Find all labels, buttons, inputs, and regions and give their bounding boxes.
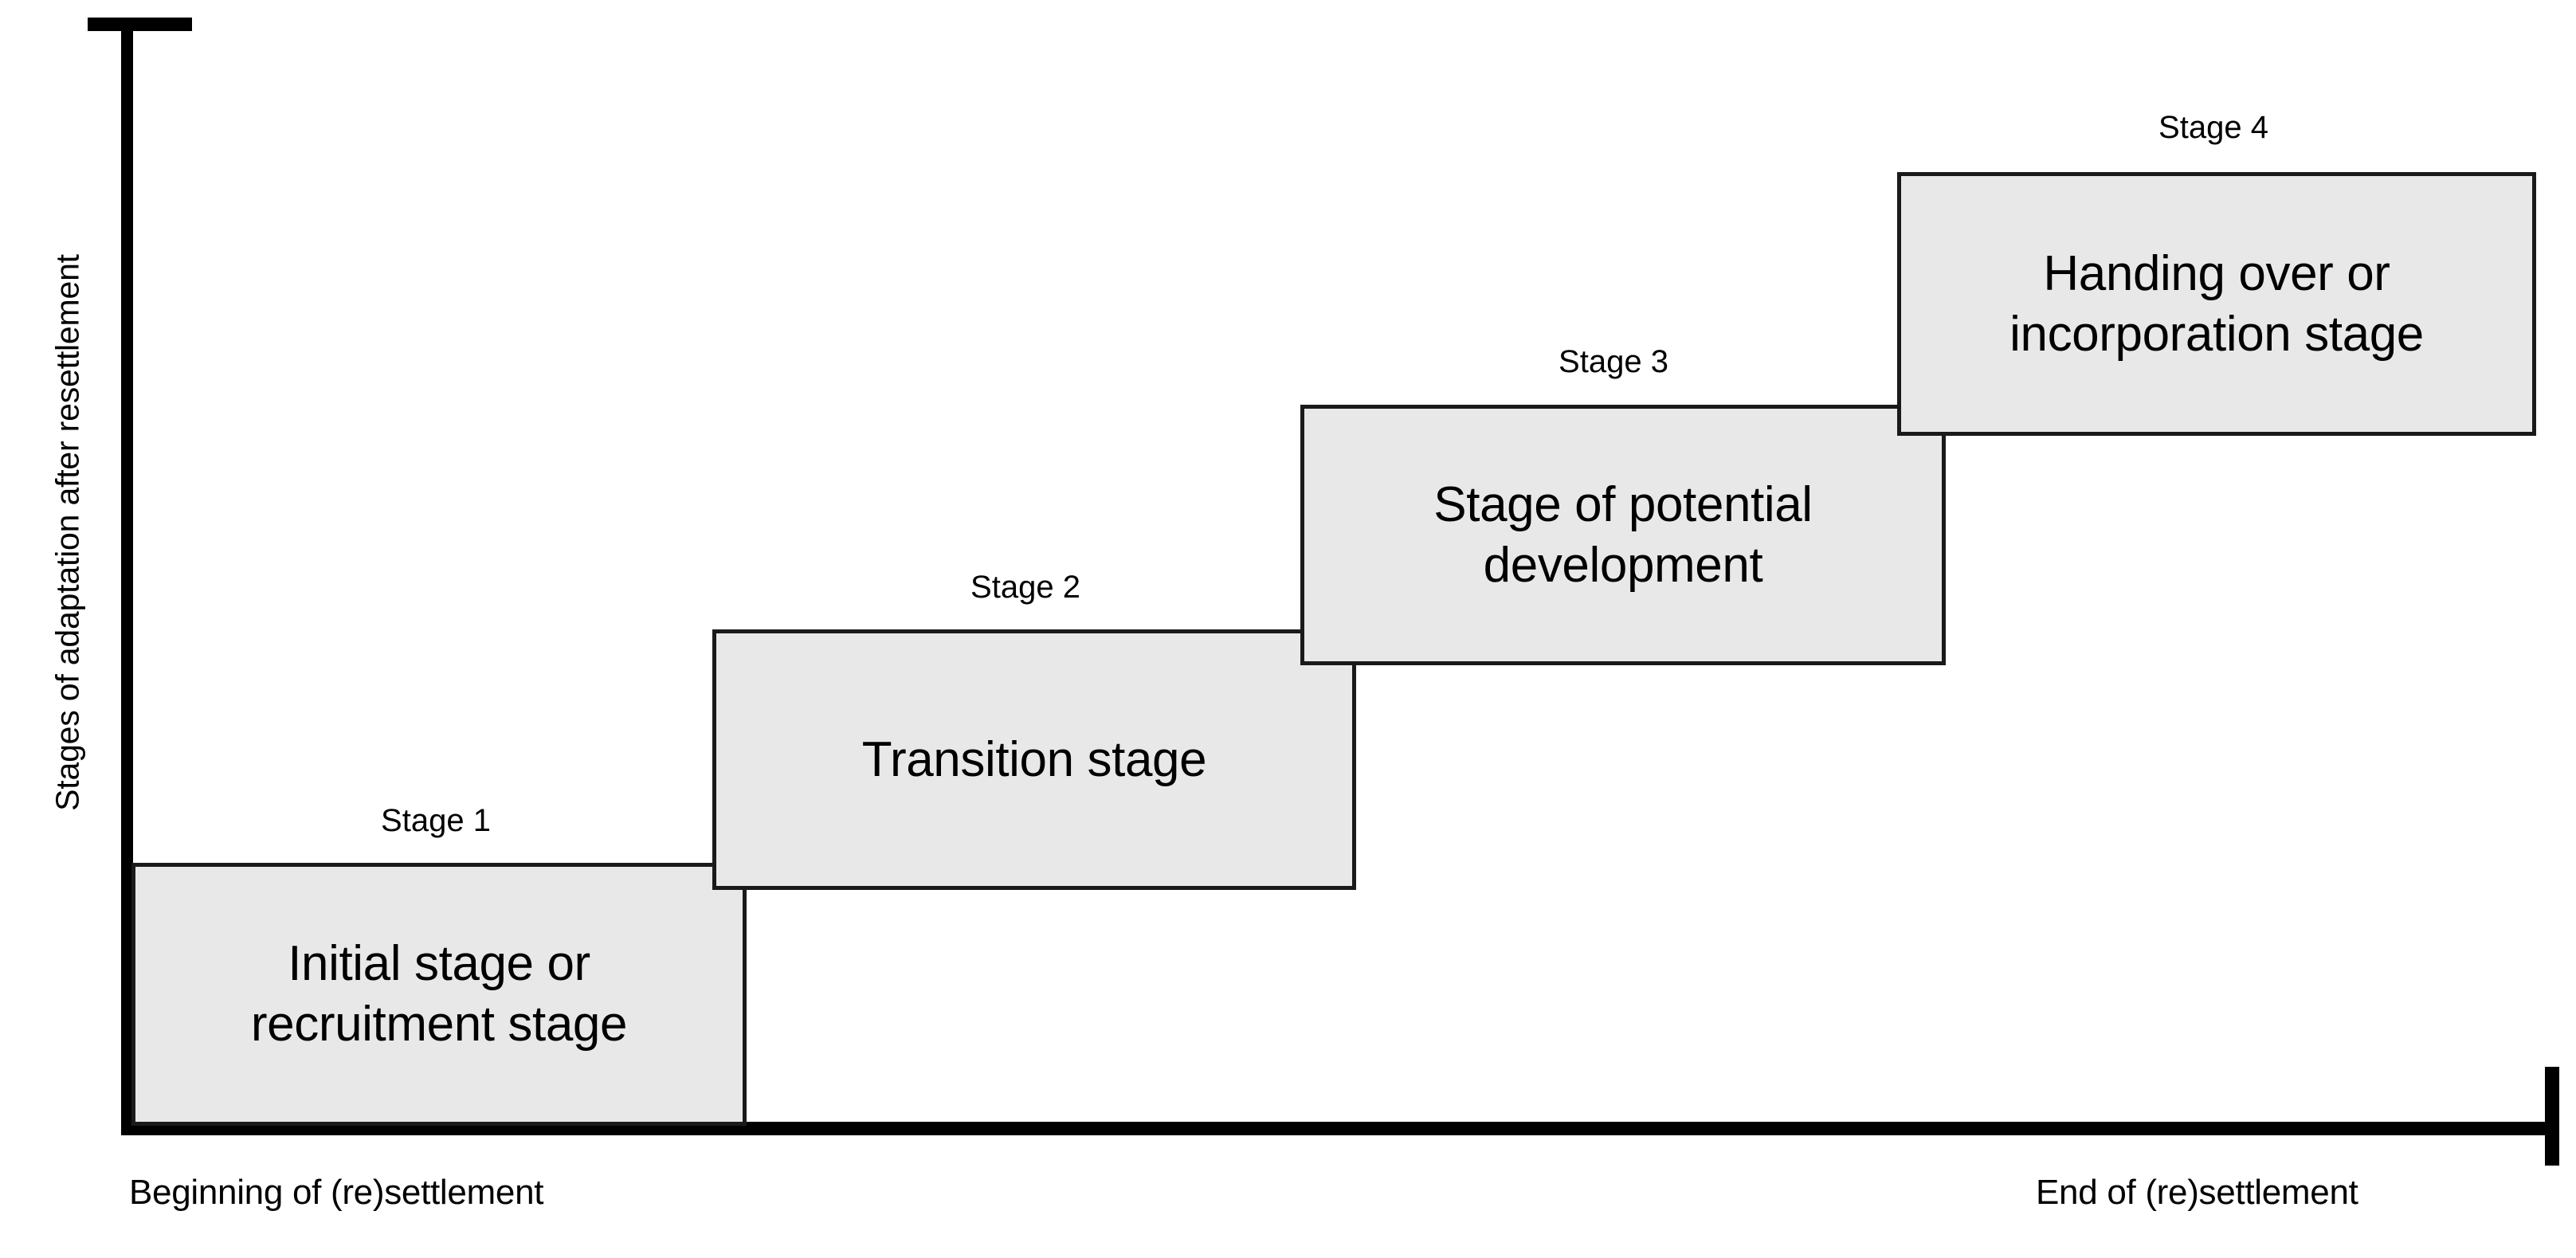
y-axis-top-cap-tick — [88, 18, 192, 31]
stage-box-1[interactable]: Initial stage or recruitment stage — [131, 863, 747, 1126]
stage-caption-2: Stage 2 — [970, 570, 1080, 605]
stage-box-2[interactable]: Transition stage — [712, 629, 1356, 890]
stage-box-3[interactable]: Stage of potential development — [1300, 405, 1946, 665]
y-axis-line — [121, 30, 133, 1135]
stage-box-3-label: Stage of potential development — [1419, 475, 1826, 595]
stage-box-4-line1: Handing over or — [2043, 245, 2390, 301]
stage-box-1-line1: Initial stage or — [288, 936, 590, 992]
stage-box-1-line2: recruitment stage — [250, 997, 628, 1052]
stage-box-2-line1: Transition stage — [861, 731, 1207, 787]
stage-box-4[interactable]: Handing over or incorporation stage — [1897, 172, 2536, 436]
stage-box-4-line2: incorporation stage — [2009, 306, 2424, 362]
x-axis-end-label: End of (re)settlement — [2036, 1173, 2358, 1212]
y-axis-title: Stages of adaptation after resettlement — [49, 254, 86, 811]
stage-box-4-label: Handing over or incorporation stage — [1995, 244, 2438, 364]
stage-box-3-line1: Stage of potential — [1433, 476, 1813, 532]
stage-box-2-label: Transition stage — [848, 730, 1221, 790]
stage-box-1-label: Initial stage or recruitment stage — [237, 934, 641, 1054]
stage-caption-1: Stage 1 — [381, 803, 491, 838]
stage-caption-4: Stage 4 — [2158, 110, 2268, 145]
x-axis-end-cap-tick — [2545, 1067, 2559, 1166]
stage-box-3-line2: development — [1483, 537, 1763, 593]
x-axis-start-label: Beginning of (re)settlement — [129, 1173, 544, 1212]
stage-caption-3: Stage 3 — [1559, 344, 1668, 379]
